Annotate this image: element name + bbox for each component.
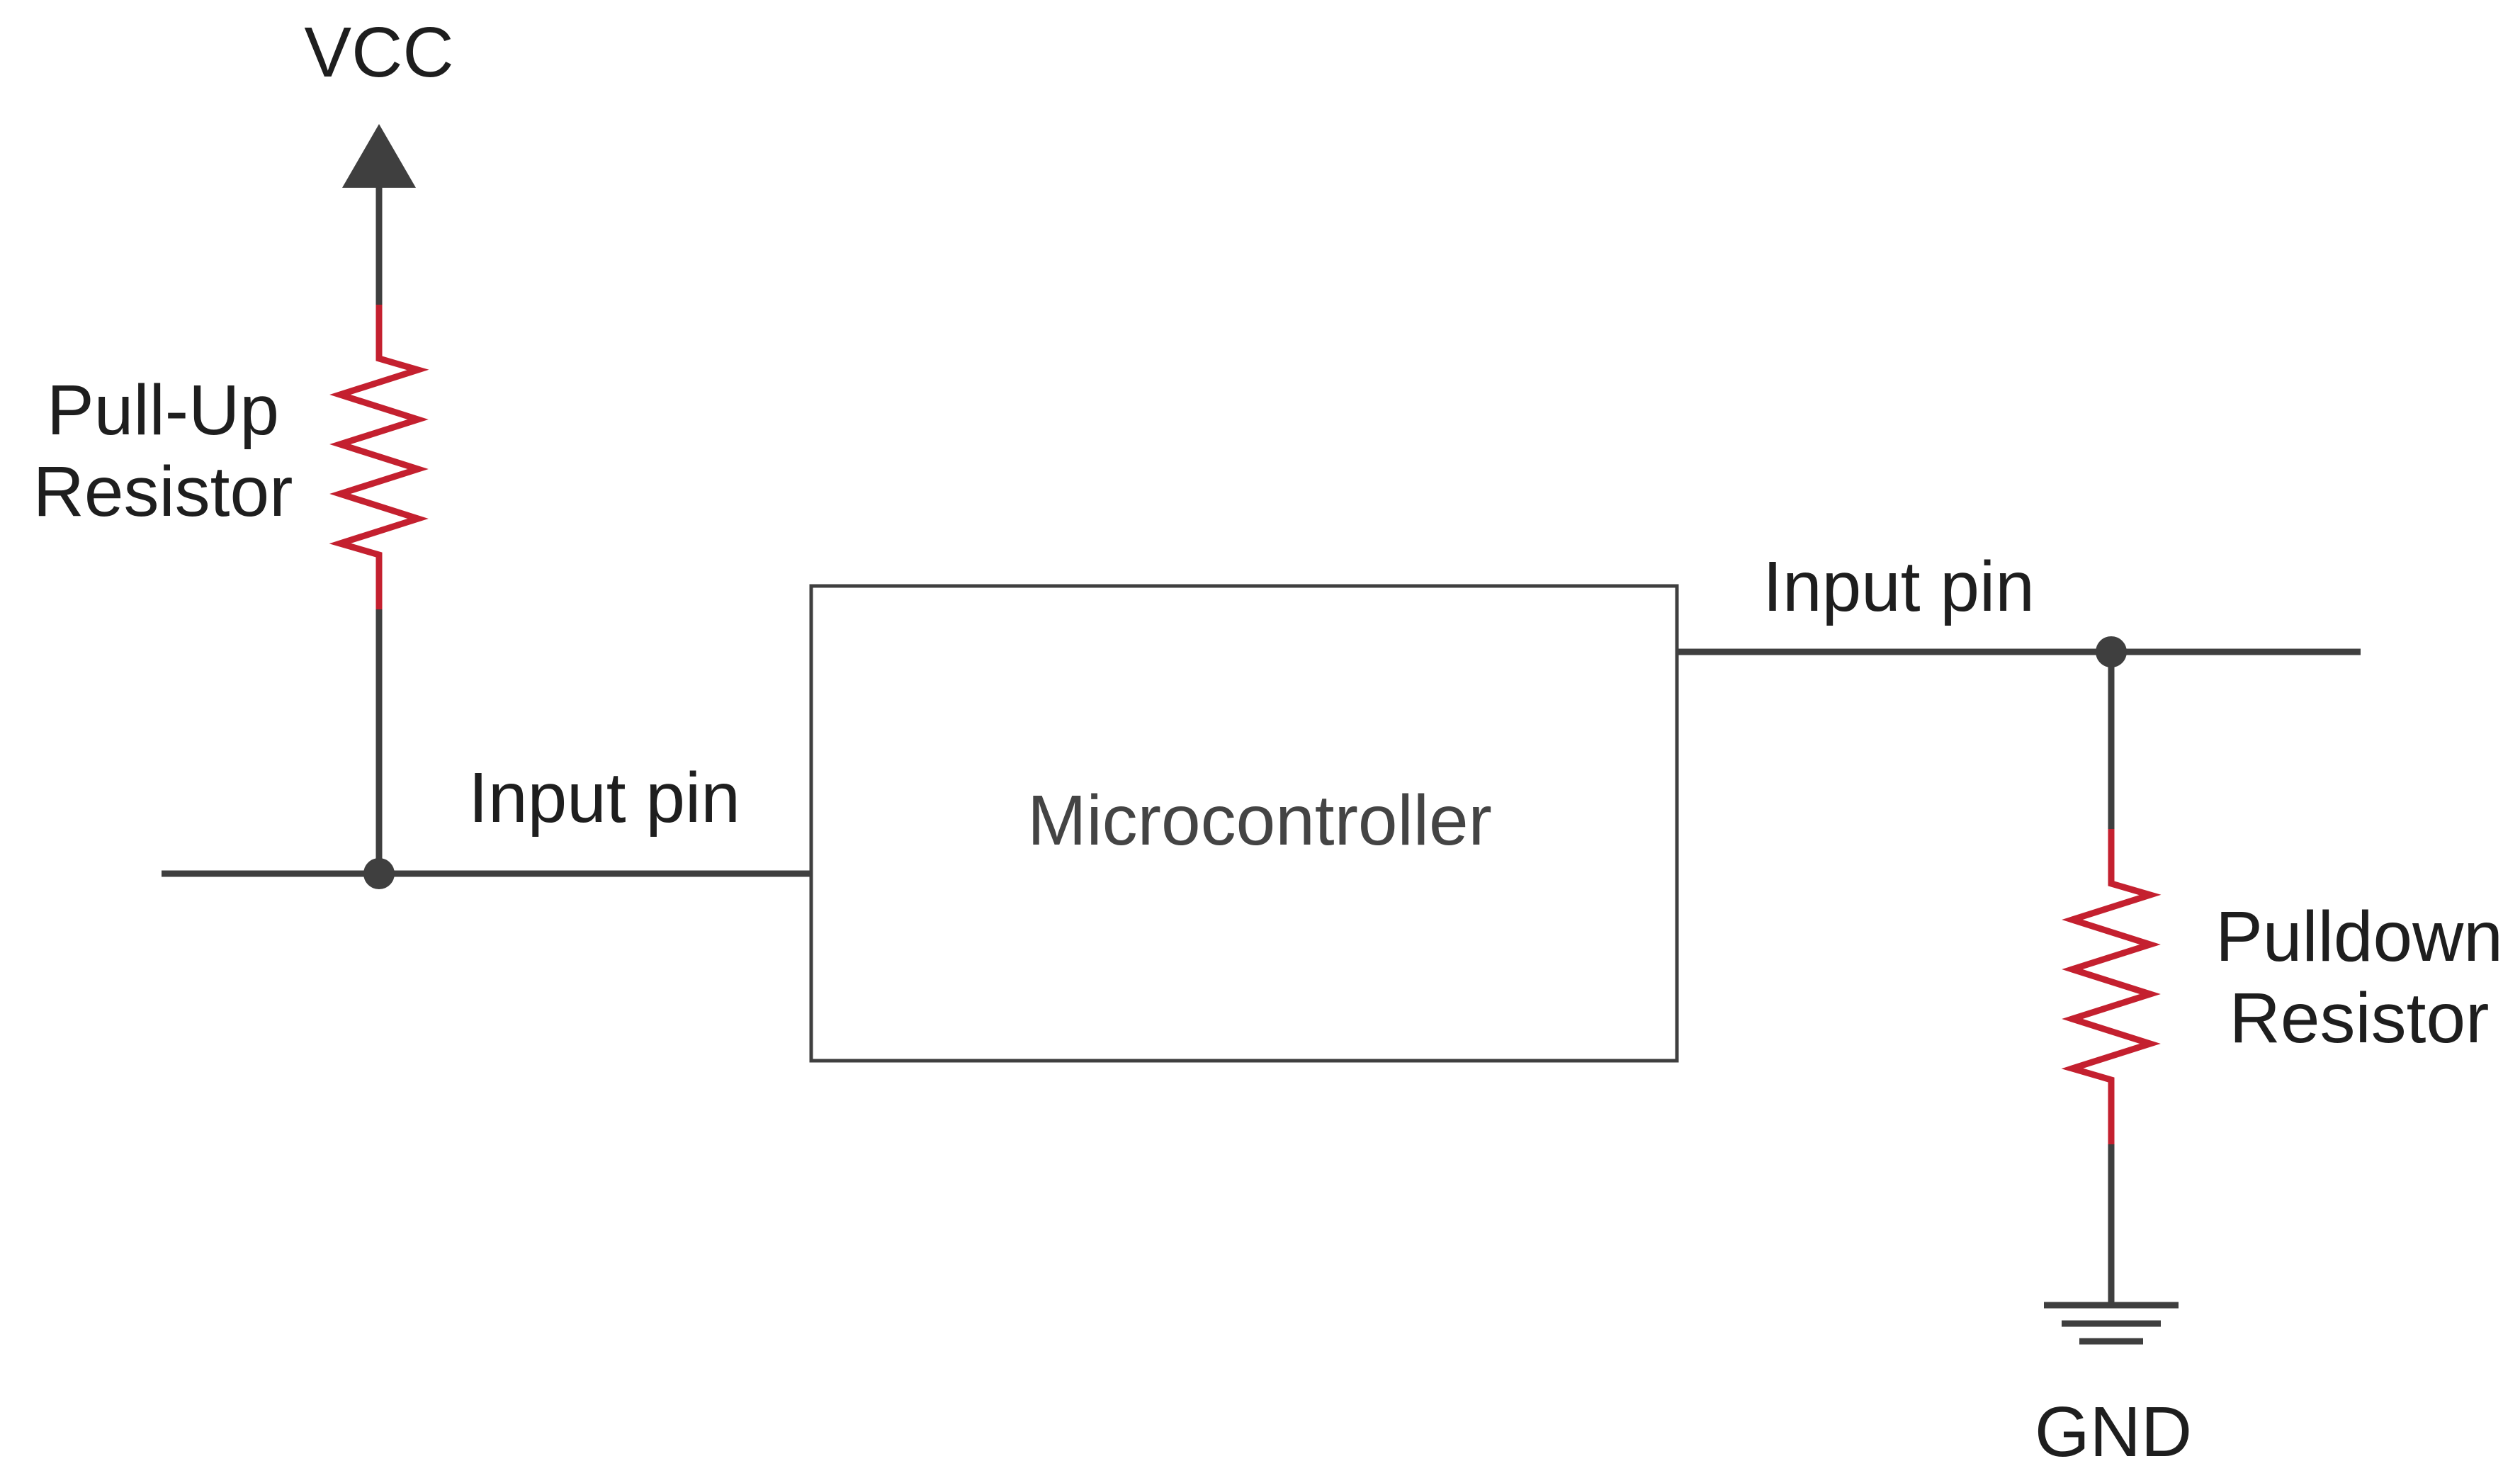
pulldown-resistor-label-line1: Pulldown bbox=[2215, 897, 2503, 976]
ground-icon bbox=[2044, 1302, 2179, 1345]
pulldown-resistor bbox=[2061, 829, 2162, 1144]
microcontroller-box bbox=[809, 584, 1679, 1063]
pullup-resistor-label-line2: Resistor bbox=[33, 452, 293, 531]
microcontroller-label: Microcontroller bbox=[1027, 781, 1492, 860]
vcc-label: VCC bbox=[304, 13, 453, 92]
vcc-arrow-icon bbox=[342, 124, 416, 188]
left-junction-dot bbox=[363, 858, 395, 889]
right-input-pin-label: Input pin bbox=[1763, 547, 2035, 626]
pullup-resistor-label-line1: Pull-Up bbox=[47, 371, 279, 450]
pulldown-resistor-label-line2: Resistor bbox=[2230, 979, 2490, 1058]
left-input-pin-label: Input pin bbox=[468, 758, 740, 838]
pullup-resistor bbox=[329, 305, 429, 609]
gnd-label: GND bbox=[2035, 1392, 2192, 1466]
